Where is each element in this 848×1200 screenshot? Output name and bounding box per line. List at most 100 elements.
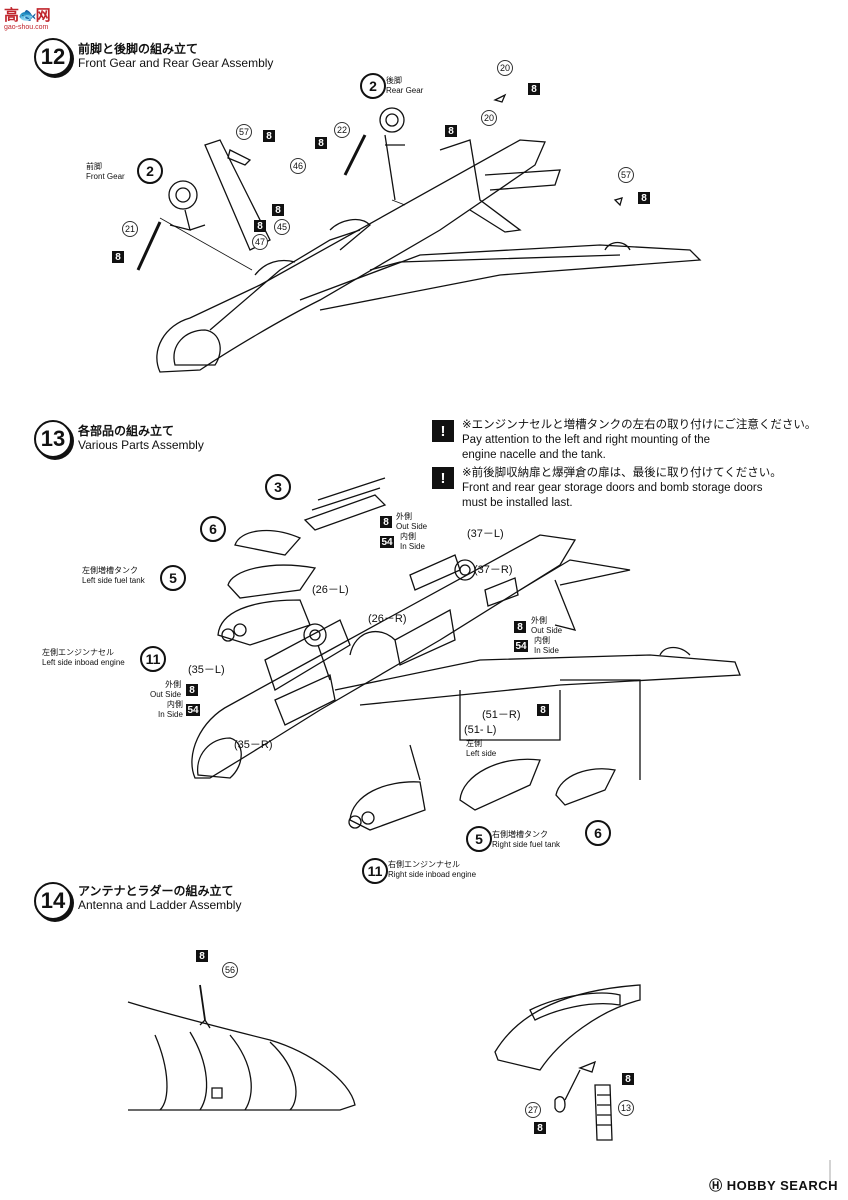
out-jp: 外側	[165, 680, 182, 689]
part-11-left: 11	[140, 646, 166, 672]
hobby-search-watermark: Ⓗ HOBBY SEARCH	[709, 1178, 838, 1193]
note-1-jp: ※エンジンナセルと増槽タンクの左右の取り付けにご注意ください。	[462, 419, 817, 431]
watermark-logo: 高🐟网	[4, 7, 51, 24]
step-14-number: 14	[34, 882, 72, 920]
part-21: 21	[122, 221, 138, 237]
adhesive-box: 8	[186, 684, 198, 696]
part-6-right: 6	[585, 820, 611, 846]
part-3-bomb-rack: 3	[265, 474, 291, 500]
left-tank-label-en: Left side fuel tank	[82, 576, 145, 585]
part-27: 27	[525, 1102, 541, 1118]
step-14-title-jp: アンテナとラダーの組み立て	[78, 884, 234, 898]
adhesive-box: 8	[315, 137, 327, 149]
part-20-top: 20	[497, 60, 513, 76]
in-jp: 内側	[400, 532, 416, 541]
ref-26-R: (26－R)	[368, 613, 407, 625]
part-5-left: 5	[160, 565, 186, 591]
ref-37-L: (37－L)	[467, 528, 504, 540]
step-14-title-en: Antenna and Ladder Assembly	[78, 898, 242, 912]
part-11-right: 11	[362, 858, 388, 884]
step-12-number: 12	[34, 38, 72, 76]
front-gear-label-en: Front Gear	[86, 172, 125, 181]
adhesive-box: 8	[445, 125, 457, 137]
part-45: 45	[274, 219, 290, 235]
adhesive-box-54: 54	[186, 704, 200, 716]
part-56: 56	[222, 962, 238, 978]
front-gear-part-number: 2	[137, 158, 163, 184]
part-47: 47	[252, 234, 268, 250]
adhesive-box: 8	[380, 516, 392, 528]
right-nacelle-label-jp: 右側エンジンナセル	[388, 860, 460, 869]
part-13: 13	[618, 1100, 634, 1116]
adhesive-box: 8	[622, 1073, 634, 1085]
adhesive-box: 8	[638, 192, 650, 204]
note-2-en-line2: must be installed last.	[462, 497, 573, 509]
ref-35-L: (35－L)	[188, 664, 225, 676]
part-5-right: 5	[466, 826, 492, 852]
step12-aircraft-drawing	[136, 93, 702, 373]
in-jp: 内側	[534, 636, 550, 645]
adhesive-box-54: 54	[514, 640, 528, 652]
step-12-title-jp: 前脚と後脚の組み立て	[78, 42, 199, 56]
out-jp: 外側	[396, 512, 412, 521]
left-tank-label-jp: 左側増槽タンク	[82, 566, 138, 575]
note-1-en-line2: engine nacelle and the tank.	[462, 449, 606, 461]
step-12-title-en: Front Gear and Rear Gear Assembly	[78, 56, 274, 70]
adhesive-box: 8	[537, 704, 549, 716]
adhesive-box: 8	[528, 83, 540, 95]
adhesive-box: 8	[263, 130, 275, 142]
adhesive-box: 8	[112, 251, 124, 263]
step-13-title-en: Various Parts Assembly	[78, 438, 204, 452]
step14-nose-drawing	[127, 984, 356, 1111]
adhesive-box-54: 54	[380, 536, 394, 548]
part-57-right: 57	[618, 167, 634, 183]
step14-fuselage-drawing	[494, 984, 641, 1141]
part-20: 20	[481, 110, 497, 126]
adhesive-box: 8	[514, 621, 526, 633]
part-22: 22	[334, 122, 350, 138]
note-2: ※前後脚収納扉と爆弾倉の扉は、最後に取り付けてください。 Front and r…	[462, 466, 782, 511]
left-nacelle-label-jp: 左側エンジンナセル	[42, 648, 114, 657]
right-nacelle-label-en: Right side inboad engine	[388, 870, 477, 879]
in-en: In Side	[400, 542, 425, 551]
ref-37-R: (37－R)	[474, 564, 513, 576]
ref-51-L: (51- L)	[464, 724, 497, 736]
step-13-number: 13	[34, 420, 72, 458]
out-jp: 外側	[531, 616, 547, 625]
caution-icon: !	[432, 420, 454, 442]
adhesive-box: 8	[534, 1122, 546, 1134]
in-en: In Side	[158, 710, 183, 719]
out-en: Out Side	[150, 690, 182, 699]
left-jp: 左側	[466, 739, 482, 748]
ref-35-R: (35－R)	[234, 739, 273, 751]
rear-gear-label-jp: 後脚	[386, 76, 402, 85]
ref-26-L: (26－L)	[312, 584, 349, 596]
out-en: Out Side	[531, 626, 563, 635]
adhesive-box: 8	[196, 950, 208, 962]
front-gear-label-jp: 前脚	[86, 162, 102, 171]
note-2-en-line1: Front and rear gear storage doors and bo…	[462, 482, 763, 494]
note-2-jp: ※前後脚収納扉と爆弾倉の扉は、最後に取り付けてください。	[462, 467, 782, 479]
adhesive-box: 8	[254, 220, 266, 232]
caution-icon: !	[432, 467, 454, 489]
part-6-left: 6	[200, 516, 226, 542]
note-1: ※エンジンナセルと増槽タンクの左右の取り付けにご注意ください。 Pay atte…	[462, 418, 816, 463]
adhesive-box: 8	[272, 204, 284, 216]
right-tank-label-en: Right side fuel tank	[492, 840, 561, 849]
in-en: In Side	[534, 646, 559, 655]
step-13-title-jp: 各部品の組み立て	[78, 424, 175, 438]
rear-gear-part-number: 2	[360, 73, 386, 99]
out-en: Out Side	[396, 522, 428, 531]
note-1-en-line1: Pay attention to the left and right moun…	[462, 434, 711, 446]
part-46: 46	[290, 158, 306, 174]
step13-aircraft-drawing	[191, 477, 741, 831]
left-en: Left side	[466, 749, 497, 758]
